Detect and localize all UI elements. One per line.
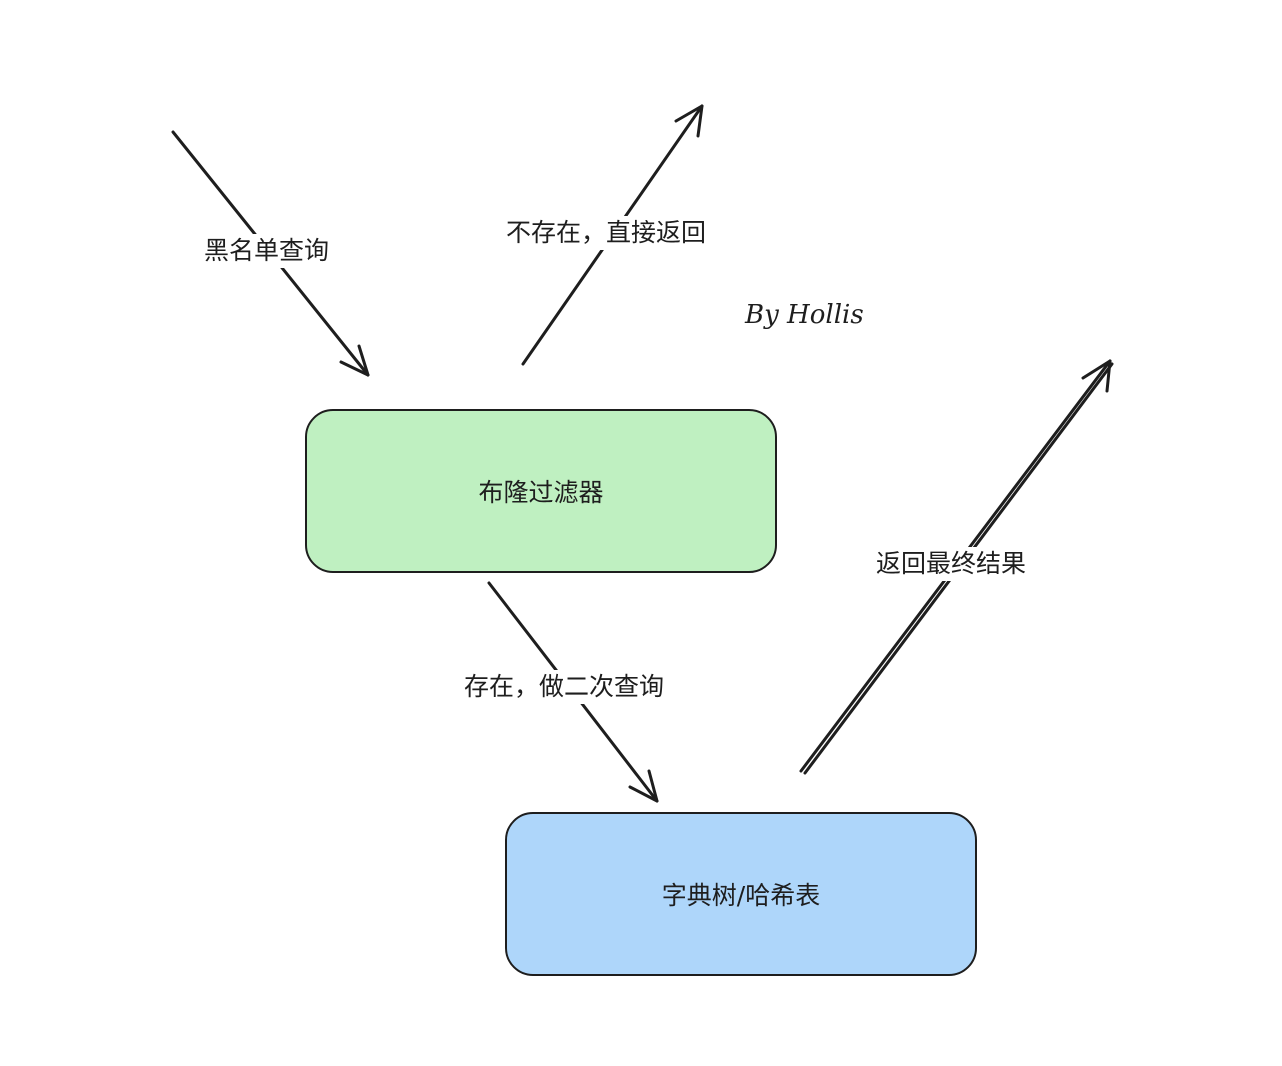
author-signature: By Hollis: [745, 300, 864, 330]
trie-hash-node: 字典树/哈希表: [505, 812, 977, 976]
bloom-filter-label: 布隆过滤器: [478, 478, 604, 507]
trie-hash-label: 字典树/哈希表: [661, 881, 821, 910]
edge-label-exist-second-query: 存在，做二次查询: [460, 670, 669, 704]
edge-label-return-final: 返回最终结果: [872, 547, 1031, 581]
edge-label-not-exist-return: 不存在，直接返回: [502, 216, 711, 250]
bloom-filter-node: 布隆过滤器: [305, 409, 777, 573]
edge-label-blacklist-query: 黑名单查询: [200, 234, 334, 268]
